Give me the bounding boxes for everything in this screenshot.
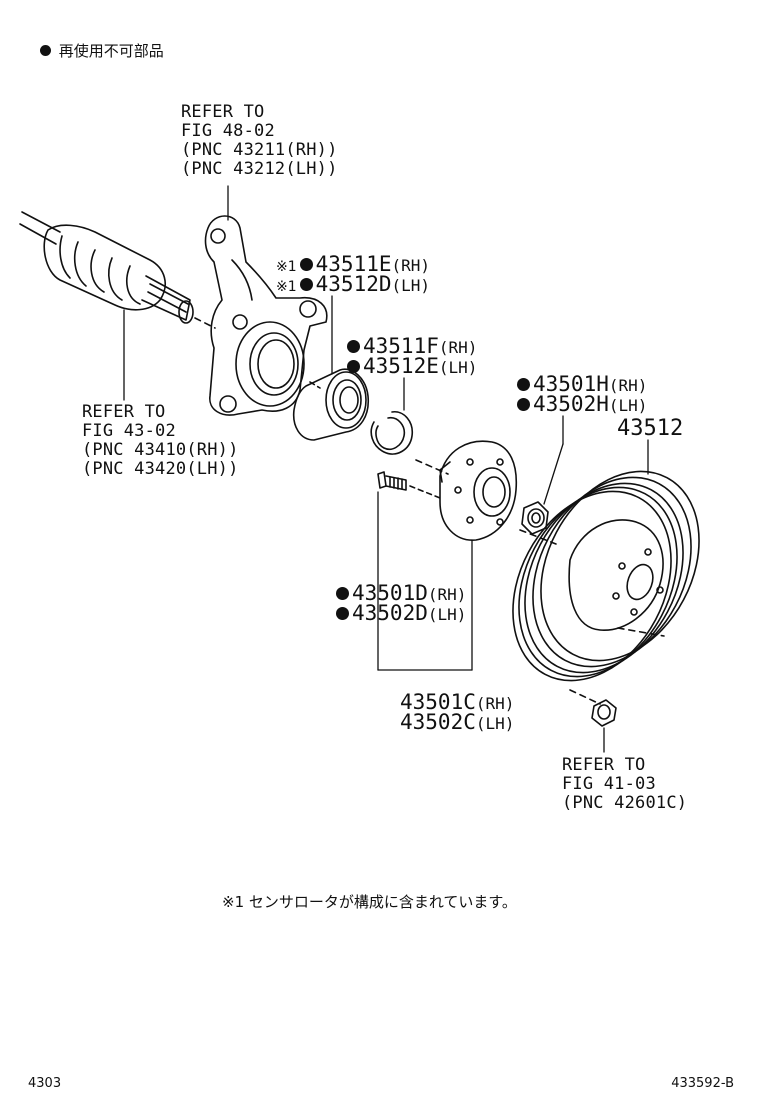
refer-line: (PNC 43212(LH)) (181, 159, 338, 179)
part-43502H[interactable]: 43502H(LH) (517, 393, 647, 417)
part-number: 43501C (400, 690, 476, 714)
refer-fig-43-02[interactable]: REFER TO FIG 43-02 (PNC 43410(RH)) (PNC … (82, 403, 239, 479)
hub-bolt (377, 471, 441, 499)
refer-line: FIG 43-02 (82, 421, 176, 441)
part-side: (RH) (438, 338, 478, 357)
non-reusable-dot-icon (517, 398, 530, 411)
legend: 再使用不可部品 (40, 40, 164, 61)
part-43512D[interactable]: ※1 43512D(LH) (276, 273, 430, 298)
refer-line: REFER TO (181, 102, 265, 122)
legend-text: 再使用不可部品 (58, 42, 164, 60)
note-mark: ※1 (276, 279, 297, 295)
refer-line: (PNC 43420(LH)) (82, 459, 239, 479)
part-43501D[interactable]: 43501D(RH) (336, 582, 466, 606)
part-43511E[interactable]: ※1 43511E(RH) (276, 253, 430, 278)
part-number: 43512D (315, 272, 392, 296)
part-side: (RH) (391, 256, 431, 275)
non-reusable-dot-icon (347, 360, 360, 373)
non-reusable-dot-icon (40, 45, 51, 56)
page-code-right: 433592-B (671, 1076, 734, 1091)
snap-ring (370, 411, 449, 475)
part-number: 43501D (352, 581, 428, 605)
non-reusable-dot-icon (336, 607, 349, 620)
refer-line: (PNC 43410(RH)) (82, 440, 239, 460)
page-code-left: 4303 (28, 1076, 62, 1091)
non-reusable-dot-icon (347, 340, 360, 353)
non-reusable-dot-icon (336, 587, 349, 600)
steering-knuckle (204, 215, 328, 416)
footnote: ※1 センサロータが構成に含まれています。 (222, 893, 517, 911)
leader-lines (123, 185, 649, 753)
refer-line: (PNC 43211(RH)) (181, 140, 338, 160)
part-43511F[interactable]: 43511F(RH) (347, 335, 477, 359)
part-side: (LH) (475, 714, 515, 733)
hub-nut (521, 501, 549, 535)
part-number: 43502C (400, 710, 476, 734)
part-43501C[interactable]: 43501C(RH) (400, 691, 514, 715)
part-number: 43512 (617, 416, 684, 441)
part-number: 43501H (533, 372, 609, 396)
part-number: 43502D (352, 601, 428, 625)
refer-fig-48-02[interactable]: REFER TO FIG 48-02 (PNC 43211(RH)) (PNC … (181, 103, 338, 179)
part-number: 43511F (363, 334, 439, 358)
refer-line: REFER TO (562, 755, 646, 775)
part-side: (LH) (391, 276, 431, 295)
part-side: (RH) (475, 694, 515, 713)
part-number: 43511E (315, 252, 392, 276)
refer-line: FIG 41-03 (562, 774, 656, 794)
part-43502C[interactable]: 43502C(LH) (400, 711, 514, 735)
part-43501H[interactable]: 43501H(RH) (517, 373, 647, 397)
part-side: (RH) (608, 376, 648, 395)
part-43512[interactable]: 43512 (617, 418, 683, 440)
brake-disc (512, 470, 700, 682)
lug-nut (569, 689, 617, 727)
part-number: 43502H (533, 392, 609, 416)
refer-line: FIG 48-02 (181, 121, 275, 141)
part-number: 43512E (363, 354, 439, 378)
non-reusable-dot-icon (517, 378, 530, 391)
part-43502D[interactable]: 43502D(LH) (336, 602, 466, 626)
note-mark: ※1 (276, 259, 297, 275)
refer-fig-41-03[interactable]: REFER TO FIG 41-03 (PNC 42601C) (562, 756, 687, 813)
axle-hub (439, 440, 557, 545)
hub-bearing (292, 368, 370, 441)
part-side: (LH) (427, 605, 467, 624)
part-side: (LH) (608, 396, 648, 415)
refer-line: REFER TO (82, 402, 166, 422)
drive-shaft (19, 211, 216, 329)
non-reusable-dot-icon (299, 258, 313, 271)
part-side: (RH) (427, 585, 467, 604)
refer-line: (PNC 42601C) (562, 793, 688, 813)
part-side: (LH) (438, 358, 478, 377)
part-43512E[interactable]: 43512E(LH) (347, 355, 477, 379)
non-reusable-dot-icon (299, 278, 313, 291)
